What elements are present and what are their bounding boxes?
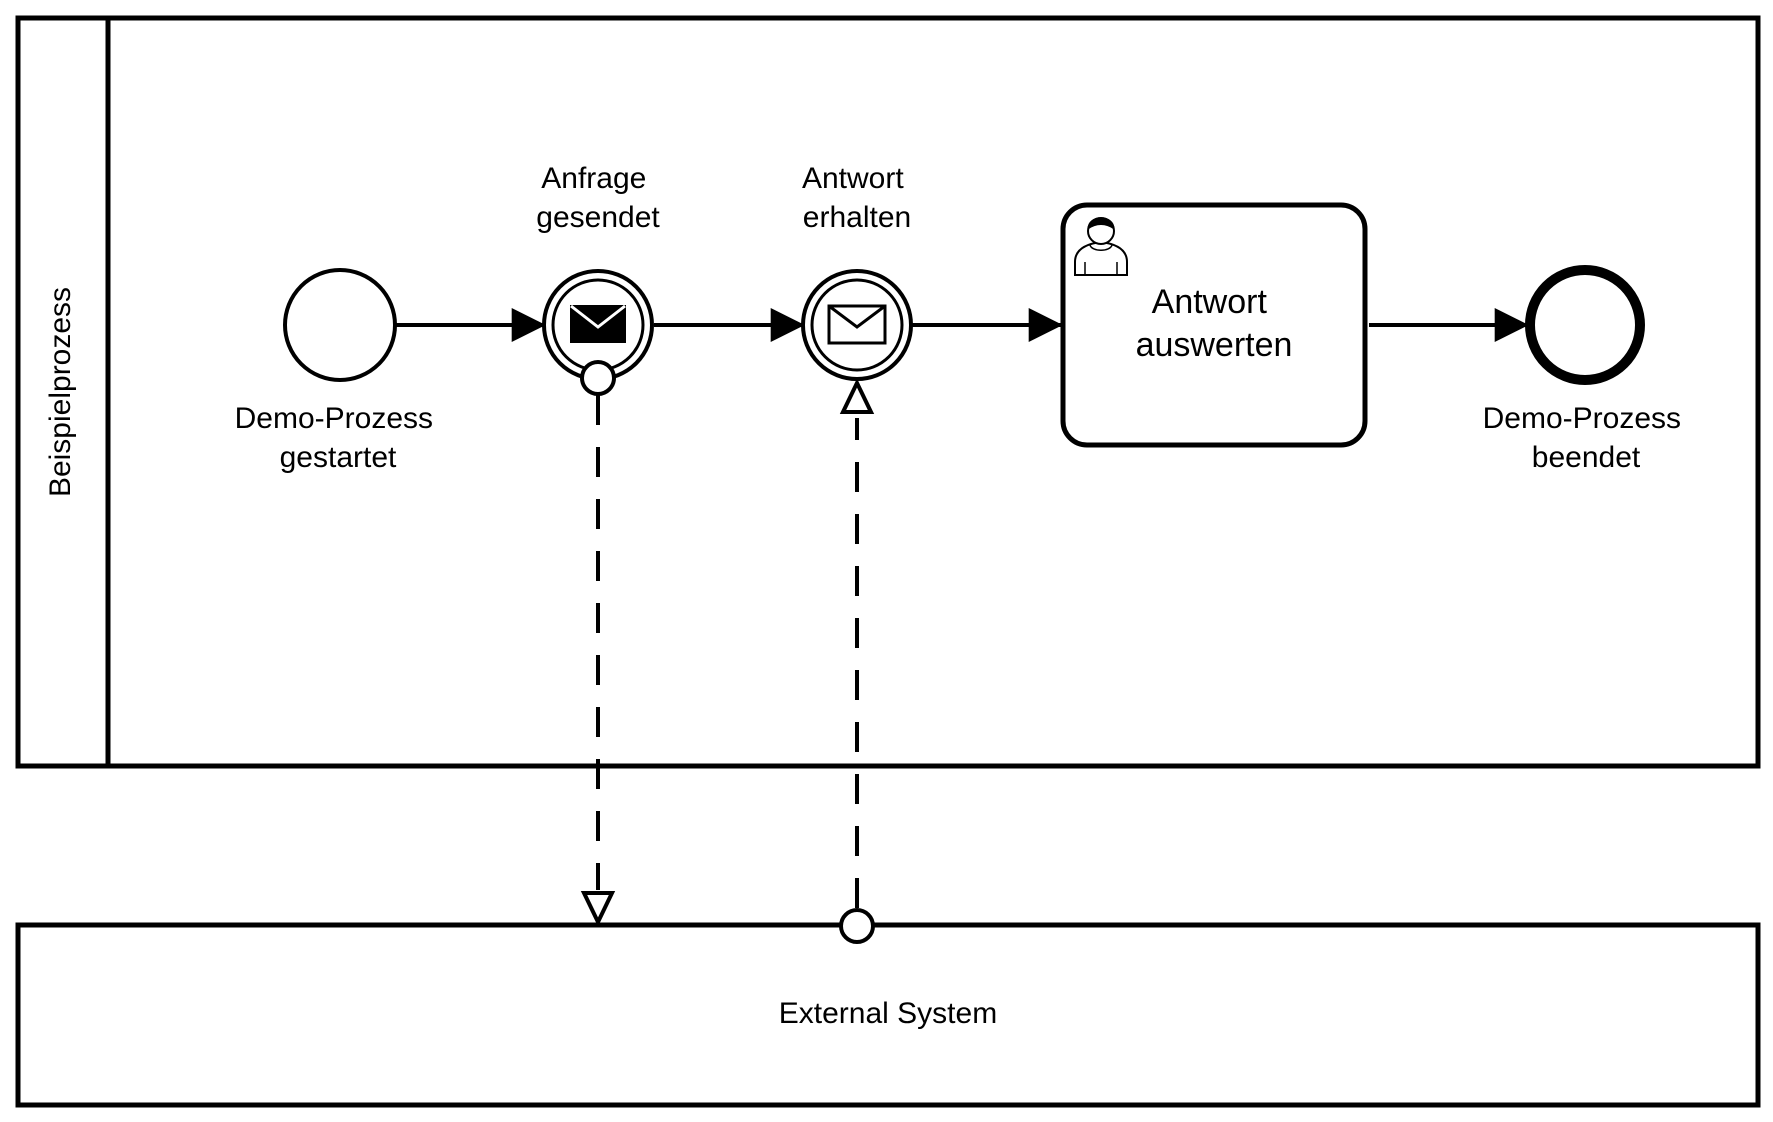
start-event[interactable]: Demo-Prozess gestartet <box>235 268 442 474</box>
start-event-circle <box>283 268 397 382</box>
envelope-outline-icon <box>827 304 887 345</box>
receive-event-label: Antwort erhalten <box>802 162 912 234</box>
pool-border <box>15 15 1761 769</box>
end-event-label: Demo-Prozess beendet <box>1483 402 1690 474</box>
envelope-filled-icon <box>570 304 626 343</box>
message-flow-end-arrow-hollow <box>839 378 875 414</box>
task-label: Antwort auswerten <box>1136 283 1293 364</box>
pool-name: Beispielprozess <box>44 287 77 497</box>
intermediate-throw-message-event[interactable]: Anfrage gesendet <box>536 162 660 396</box>
user-icon <box>1074 217 1128 276</box>
external-pool-name: External System <box>779 997 997 1030</box>
start-event-label: Demo-Prozess gestartet <box>235 402 442 474</box>
end-event[interactable]: Demo-Prozess beendet <box>1483 265 1690 474</box>
message-flow-end-arrow-hollow <box>580 891 616 927</box>
message-flows <box>580 378 875 944</box>
intermediate-catch-message-event[interactable]: Antwort erhalten <box>801 162 913 381</box>
message-flow-start-circle <box>839 908 875 944</box>
send-event-label: Anfrage gesendet <box>536 162 660 234</box>
pool-external-system[interactable]: External System <box>15 922 1761 1108</box>
external-pool-border <box>15 922 1761 1108</box>
event-inner-circle <box>810 278 904 372</box>
end-event-circle <box>1525 265 1645 385</box>
task-box <box>1060 202 1368 448</box>
user-task[interactable]: Antwort auswerten <box>1060 202 1368 448</box>
message-flow-start-circle <box>580 360 616 396</box>
pool-beispielprozess[interactable]: Beispielprozess <box>15 15 1761 769</box>
